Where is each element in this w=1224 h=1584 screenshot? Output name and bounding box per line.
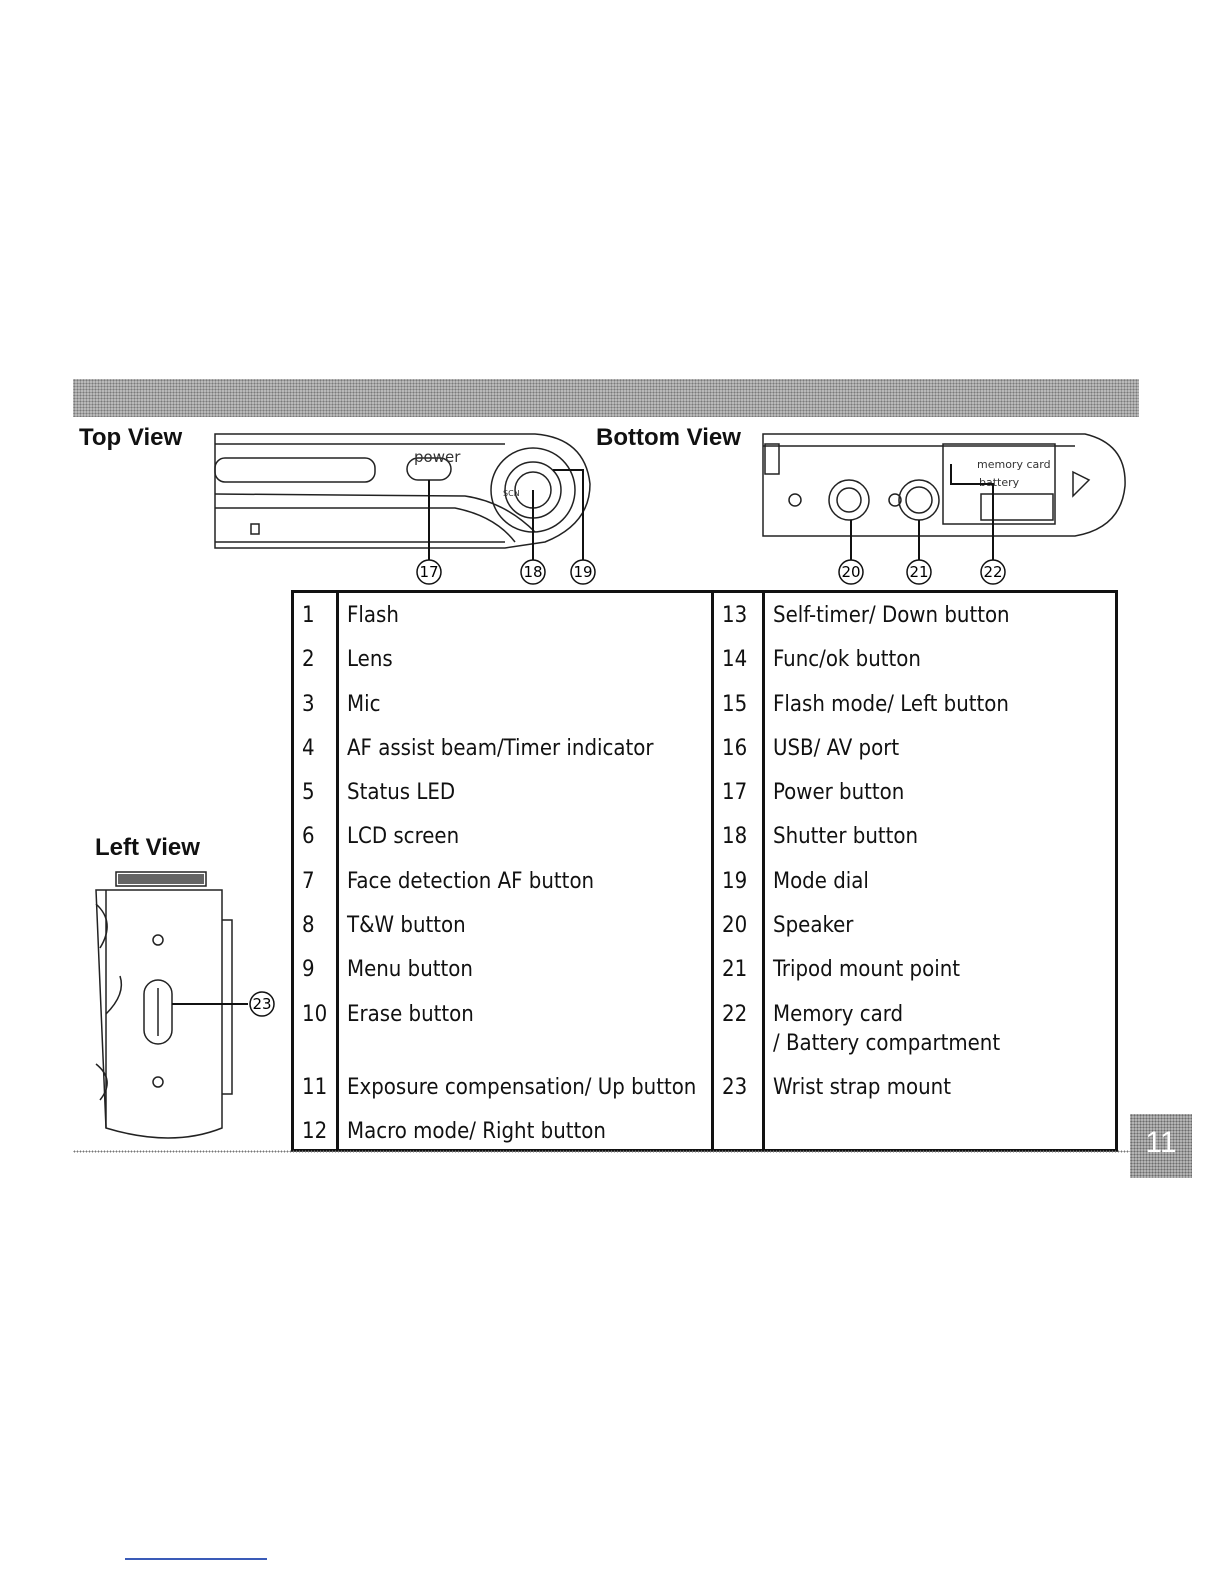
scn-label: SCN <box>503 489 520 498</box>
part-label: Memory card <box>773 1002 904 1027</box>
section-header-bar <box>73 379 1139 417</box>
part-label: Shutter button <box>773 824 919 849</box>
top-view-title: Top View <box>79 424 183 451</box>
part-number: 16 <box>722 736 748 761</box>
part-number: 5 <box>302 780 315 805</box>
callout-20: 20 <box>841 563 860 581</box>
part-number: 3 <box>302 692 315 717</box>
part-label: Flash mode/ Left button <box>773 692 1009 717</box>
part-label: Tripod mount point <box>773 957 961 982</box>
part-label: Power button <box>773 780 905 805</box>
footer-link-line <box>125 1558 267 1560</box>
part-number: 23 <box>722 1075 748 1100</box>
part-number: 6 <box>302 824 315 849</box>
part-label: Face detection AF button <box>347 869 595 894</box>
table-divider <box>711 593 714 1149</box>
part-number: 1 <box>302 603 315 628</box>
part-label: Status LED <box>347 780 456 805</box>
part-label: Flash <box>347 603 399 628</box>
callout-22: 22 <box>983 563 1002 581</box>
part-label: Exposure compensation/ Up button <box>347 1075 697 1100</box>
part-number: 14 <box>722 647 748 672</box>
callout-17: 17 <box>419 563 438 581</box>
part-number: 20 <box>722 913 748 938</box>
part-label: Lens <box>347 647 393 672</box>
bottom-view-diagram: memory card battery 20 21 22 <box>762 433 1126 585</box>
part-label: Menu button <box>347 957 473 982</box>
parts-table: 1 Flash 2 Lens 3 Mic 4 AF assist beam/Timer ind… <box>291 590 1118 1152</box>
table-divider <box>762 593 765 1149</box>
bottom-view-title: Bottom View <box>596 424 741 451</box>
part-number: 8 <box>302 913 315 938</box>
part-number: 22 <box>722 1002 748 1027</box>
top-view-diagram: power SCN 17 18 19 <box>214 433 596 585</box>
part-label: Func/ok button <box>773 647 921 672</box>
part-label: Erase button <box>347 1002 474 1027</box>
part-number: 10 <box>302 1002 328 1027</box>
part-label: USB/ AV port <box>773 736 900 761</box>
callout-18: 18 <box>523 563 542 581</box>
part-label: Mic <box>347 692 381 717</box>
part-number: 2 <box>302 647 315 672</box>
callout-19: 19 <box>573 563 592 581</box>
part-number: 15 <box>722 692 748 717</box>
part-label: Macro mode/ Right button <box>347 1119 606 1144</box>
part-label-continued: / Battery compartment <box>773 1031 1001 1056</box>
left-view-title: Left View <box>95 834 200 861</box>
memory-card-label: memory card <box>977 458 1051 471</box>
part-label: Self-timer/ Down button <box>773 603 1010 628</box>
table-divider <box>336 593 339 1149</box>
part-label: Speaker <box>773 913 854 938</box>
part-number: 19 <box>722 869 748 894</box>
part-number: 18 <box>722 824 748 849</box>
part-number: 13 <box>722 603 748 628</box>
part-number: 7 <box>302 869 315 894</box>
part-label: AF assist beam/Timer indicator <box>347 736 654 761</box>
part-label: Mode dial <box>773 869 869 894</box>
battery-label: battery <box>979 476 1020 489</box>
part-number: 4 <box>302 736 315 761</box>
page-number-tab: 11 <box>1130 1114 1192 1178</box>
part-number: 17 <box>722 780 748 805</box>
part-number: 11 <box>302 1075 328 1100</box>
part-label: T&W button <box>347 913 466 938</box>
part-number: 21 <box>722 957 748 982</box>
callout-21: 21 <box>909 563 928 581</box>
left-view-diagram: 23 <box>95 871 275 1139</box>
part-label: Wrist strap mount <box>773 1075 951 1100</box>
part-number: 12 <box>302 1119 328 1144</box>
power-label: power <box>414 448 461 466</box>
callout-23: 23 <box>252 995 271 1013</box>
part-number: 9 <box>302 957 315 982</box>
part-label: LCD screen <box>347 824 460 849</box>
bottom-rule <box>73 1150 1139 1153</box>
